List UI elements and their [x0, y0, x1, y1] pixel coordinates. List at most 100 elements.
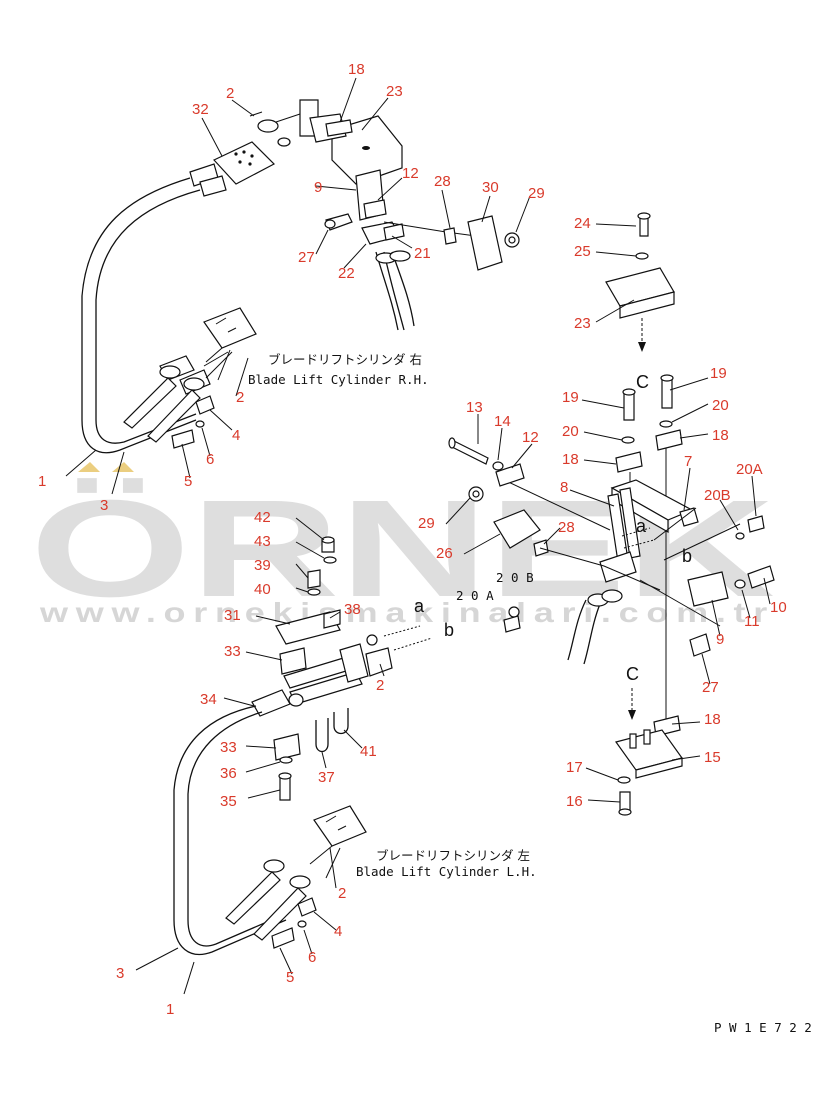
flange-2 [365, 647, 393, 677]
control-valve-assembly [249, 99, 520, 331]
callout-2d: 2 [338, 885, 346, 902]
callout-16: 16 [566, 793, 583, 810]
drawing-code: P W 1 E 7 2 2 [714, 1020, 812, 1035]
washer-20-right [659, 420, 673, 428]
callout-22: 22 [338, 265, 355, 282]
callout-17: 17 [566, 759, 583, 776]
callout-28: 28 [434, 173, 451, 190]
blade-lift-cylinder-lh: ブレードリフトシリンダ 左 Blade Lift Cylinder L.H. [225, 805, 537, 949]
callout-37: 37 [318, 769, 335, 786]
plate-18-left [615, 451, 643, 473]
callout-32: 32 [192, 101, 209, 118]
callout-41: 41 [360, 743, 377, 760]
washer-43 [323, 556, 337, 564]
callout-2: 2 [226, 85, 234, 102]
hose-1-3-lower [173, 705, 291, 956]
callout-29b: 29 [418, 515, 435, 532]
callout-7: 7 [684, 453, 692, 470]
callout-6b: 6 [308, 949, 316, 966]
bolt-5-lh [271, 927, 295, 949]
washer-14 [492, 461, 504, 471]
callout-30: 30 [482, 179, 499, 196]
plate-21 [383, 223, 405, 241]
bracket-9-right [687, 571, 729, 607]
washer-6-rh [195, 420, 205, 428]
callout-26: 26 [436, 545, 453, 562]
clip-27-right [689, 633, 711, 657]
callout-3b: 3 [116, 965, 124, 982]
o-ring-2-top [257, 119, 279, 133]
port-20B-label: 2 0 B [496, 570, 534, 585]
callout-43: 43 [254, 533, 271, 550]
callout-40: 40 [254, 581, 271, 598]
callout-24: 24 [574, 215, 591, 232]
valve-spool-12 [363, 199, 387, 219]
washer-20-left [621, 436, 635, 444]
leader-lines [65, 77, 771, 995]
callout-33b: 33 [220, 739, 237, 756]
washer-6-lh [297, 920, 307, 928]
oring-20A [508, 606, 520, 618]
callout-23b: 23 [574, 315, 591, 332]
callout-9b: 9 [716, 631, 724, 648]
callout-3a: 3 [100, 497, 108, 514]
callout-20a: 20 [712, 397, 729, 414]
callout-13: 13 [466, 399, 483, 416]
nut-39 [307, 569, 321, 589]
callout-19b: 19 [562, 389, 579, 406]
callout-11: 11 [744, 613, 760, 630]
callout-28b: 28 [558, 519, 575, 536]
bolt-4-rh [195, 395, 215, 415]
callout-20b: 20 [562, 423, 579, 440]
callout-25: 25 [574, 243, 591, 260]
callout-5b: 5 [286, 969, 294, 986]
plate-26 [493, 509, 541, 549]
callout-21: 21 [414, 245, 431, 262]
callout-2c: 2 [376, 677, 384, 694]
watermark-accent [78, 462, 134, 472]
u-bolt-37 [315, 718, 329, 753]
clamp-33-top [279, 647, 307, 675]
label-rh-jp: ブレードリフトシリンダ 右 [268, 352, 422, 367]
bolt-5-rh [171, 429, 195, 449]
label-lh-jp: ブレードリフトシリンダ 左 [376, 848, 530, 863]
bolt-19-left [623, 391, 635, 421]
watermark: ÖRNEK www.ornekismakinalari.com.tr [30, 462, 775, 628]
clip-12-right [495, 463, 525, 487]
callout-42: 42 [254, 509, 271, 526]
callout-4b: 4 [334, 923, 342, 940]
callout-12: 12 [402, 165, 419, 182]
cylinder-head-lh [313, 805, 367, 847]
callout-8: 8 [560, 479, 568, 496]
callout-2b: 2 [236, 389, 244, 406]
callout-19a: 19 [710, 365, 727, 382]
callout-27b: 27 [702, 679, 719, 696]
bolt-10 [747, 565, 775, 589]
washer-40 [307, 588, 321, 596]
conn-b-right: b [682, 546, 692, 566]
washer-36 [279, 756, 293, 764]
oring-20B [735, 532, 745, 540]
callout-12b: 12 [522, 429, 539, 446]
callout-14: 14 [494, 413, 511, 430]
tube-lh-2 [253, 887, 307, 941]
callout-15: 15 [704, 749, 721, 766]
bracket-18-top [325, 119, 353, 137]
blade-lift-cylinder-rh: ブレードリフトシリンダ 右 Blade Lift Cylinder R.H. [123, 307, 429, 449]
plate-30 [467, 215, 503, 271]
relief-valve-block-32 [189, 141, 276, 197]
mid-fittings: a b [251, 536, 454, 801]
hose-1-3-upper [81, 177, 201, 454]
conn-b-left: b [444, 620, 454, 640]
view-c-bottom: C [626, 664, 639, 684]
callout-36: 36 [220, 765, 237, 782]
washer-11 [734, 579, 746, 589]
plug-20A [747, 515, 765, 533]
plate-18-right [655, 429, 683, 451]
bolt-4-lh [297, 897, 317, 917]
conn-a-left: a [414, 596, 425, 616]
callout-6a: 6 [206, 451, 214, 468]
callout-20A: 20A [736, 461, 763, 478]
callout-4a: 4 [232, 427, 240, 444]
clip-28-top [443, 227, 457, 245]
